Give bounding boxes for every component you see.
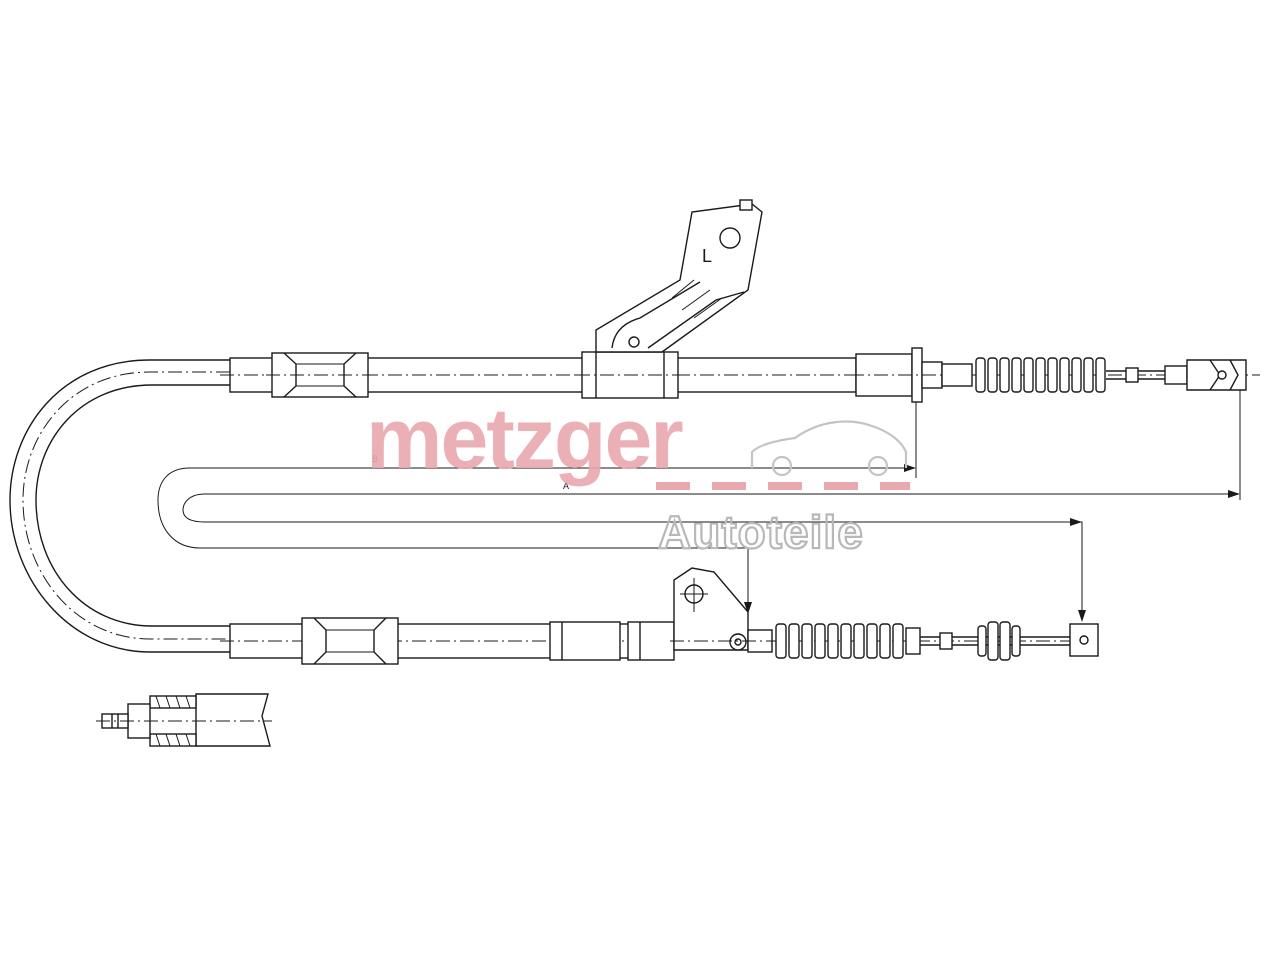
watermark-sub: Autoteile	[658, 506, 864, 558]
car-outline-icon	[750, 420, 908, 477]
dimension-label-b: B	[372, 454, 378, 464]
arrow-c-icon	[1070, 518, 1082, 526]
upper-clamp	[576, 351, 684, 399]
upper-grommet	[266, 352, 374, 398]
lower-spring	[775, 623, 921, 659]
bracket-label: L	[702, 246, 712, 266]
upper-cable: L	[220, 199, 1260, 403]
dimension-loop	[157, 467, 1228, 620]
upper-ferrule	[850, 347, 950, 403]
lower-cable	[220, 567, 1100, 665]
lower-grommet	[301, 617, 399, 665]
lower-bracket	[627, 567, 780, 661]
detail-view	[96, 693, 272, 747]
upper-spring	[941, 357, 1106, 393]
dimension-label-a: A	[563, 481, 569, 491]
arrow-a-icon	[1228, 490, 1240, 498]
arrow-e-icon	[744, 602, 752, 614]
lower-nipple-end	[920, 621, 1099, 661]
upper-fork-end	[1106, 359, 1247, 391]
watermark-dashes	[656, 482, 910, 490]
upper-bracket: L	[595, 199, 763, 353]
watermark-brand: metzger	[366, 391, 683, 487]
outer-cable-loop	[9, 359, 230, 653]
arrow-d-icon	[1078, 610, 1086, 622]
watermark: metzger Autoteile	[366, 391, 910, 559]
